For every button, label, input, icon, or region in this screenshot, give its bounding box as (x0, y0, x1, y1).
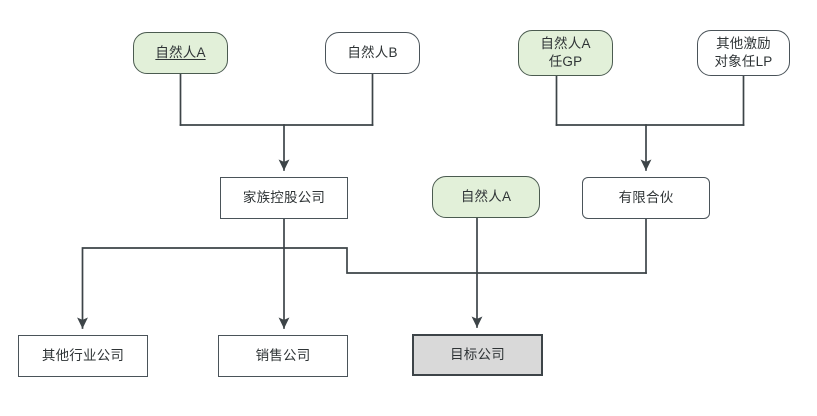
node-person-a-gp[interactable]: 自然人A 任GP (518, 30, 613, 76)
node-person-a-top[interactable]: 自然人A (133, 32, 228, 74)
node-label: 自然人A (460, 188, 512, 204)
node-sales-company[interactable]: 销售公司 (218, 335, 348, 377)
node-family-holding[interactable]: 家族控股公司 (220, 177, 348, 219)
node-label: 其他激励 对象任LP (714, 35, 773, 69)
node-label: 自然人B (347, 44, 398, 60)
node-label: 目标公司 (450, 346, 505, 362)
node-other-industry-company[interactable]: 其他行业公司 (18, 335, 148, 377)
node-person-a-mid[interactable]: 自然人A (432, 176, 540, 218)
node-label: 有限合伙 (618, 189, 674, 205)
node-other-incentive-lp[interactable]: 其他激励 对象任LP (697, 30, 790, 76)
node-target-company[interactable]: 目标公司 (412, 334, 543, 376)
node-limited-partnership[interactable]: 有限合伙 (582, 177, 710, 219)
node-label: 销售公司 (255, 347, 311, 363)
edge-family-holding-to-other-industry-company (77, 247, 285, 329)
node-label: 其他行业公司 (41, 347, 125, 363)
node-person-b-top[interactable]: 自然人B (325, 32, 420, 74)
node-label: 自然人A 任GP (540, 35, 591, 69)
edge-family-holding-to-target-company (283, 247, 647, 274)
node-label: 家族控股公司 (242, 189, 326, 205)
node-label: 自然人A (155, 44, 206, 60)
